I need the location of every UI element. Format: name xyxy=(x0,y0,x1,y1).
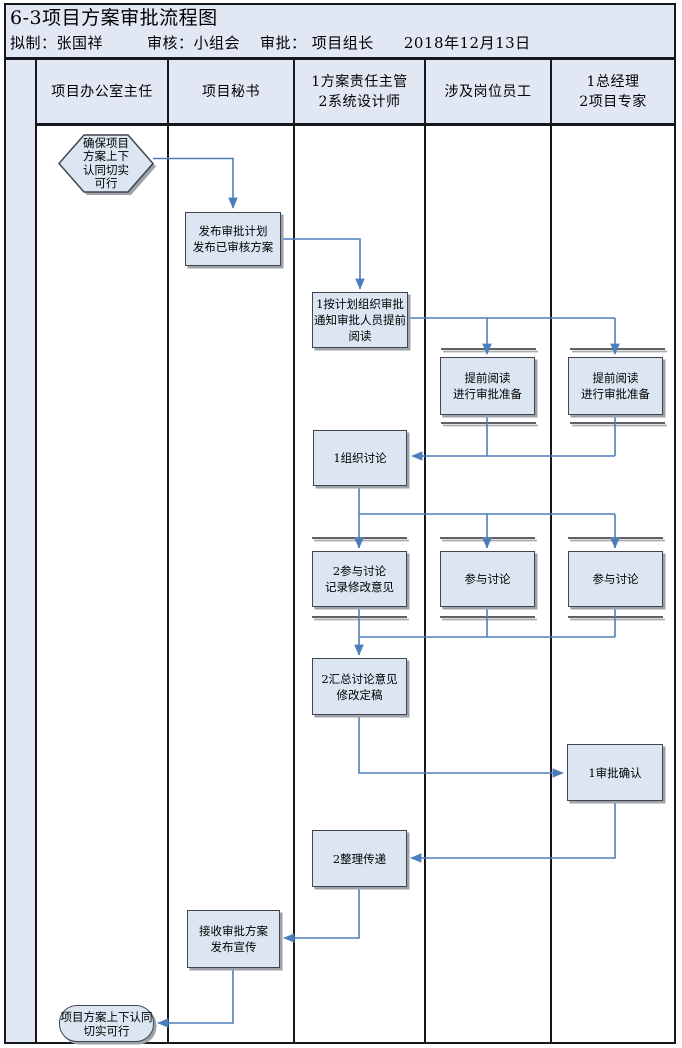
lane-border-4 xyxy=(550,60,552,1042)
lane-header-involved-staff: 涉及岗位员工 xyxy=(426,60,550,123)
page-title: 6-3项目方案审批流程图 xyxy=(10,7,218,29)
node-end: 项目方案上下认同 切实可行 xyxy=(59,1005,154,1042)
lane-border-strip xyxy=(35,60,37,1042)
node-start: 确保项目 方案上下 认同切实 可行 xyxy=(83,135,129,190)
node-publish-plan: 发布审批计划 发布已审核方案 xyxy=(185,212,281,266)
flow-connectors-layer xyxy=(58,134,667,1028)
node-prepare-staff: 提前阅读 进行审批准备 xyxy=(440,357,535,415)
left-margin-strip xyxy=(6,60,35,1042)
node-approve-confirm: 1审批确认 xyxy=(567,744,663,801)
node-participate-record: 2参与讨论 记录修改意见 xyxy=(312,551,407,607)
start-hexagon-shape xyxy=(58,134,156,195)
flow-arrows xyxy=(153,157,620,1028)
lane-border-2 xyxy=(293,60,295,1042)
lane-header-project-office-director: 项目办公室主任 xyxy=(37,60,167,123)
lane-header-plan-supervisor-designer: 1方案责任主管 2系统设计师 xyxy=(295,60,424,123)
flowchart-frame: 6-3项目方案审批流程图 拟制：张国祥 审核：小组会 审批： 项目组长 2018… xyxy=(4,3,676,1044)
lane-border-1 xyxy=(167,60,169,1042)
node-prepare-expert: 提前阅读 进行审批准备 xyxy=(568,357,663,415)
lane-border-3 xyxy=(424,60,426,1042)
document-meta-row: 拟制：张国祥 审核：小组会 审批： 项目组长 2018年12月13日 xyxy=(10,31,674,55)
meta-date: 2018年12月13日 xyxy=(403,34,531,52)
node-receive-publish: 接收审批方案 发布宣传 xyxy=(187,910,280,968)
node-participate-staff: 参与讨论 xyxy=(440,551,535,607)
meta-prepared-by: 拟制：张国祥 xyxy=(10,34,104,52)
meta-approved-by: 审批： 项目组长 xyxy=(260,34,374,52)
title-divider xyxy=(6,57,674,60)
meta-reviewed-by: 审核：小组会 xyxy=(147,34,241,52)
lane-header-gm-experts: 1总经理 2项目专家 xyxy=(552,60,674,123)
node-organize-review: 1按计划组织审批 通知审批人员提前 阅读 xyxy=(312,292,408,348)
node-organize-deliver: 2整理传递 xyxy=(312,830,407,887)
node-participate-expert: 参与讨论 xyxy=(568,551,663,607)
lane-header-project-secretary: 项目秘书 xyxy=(169,60,293,123)
node-summarize-finalize: 2汇总讨论意见 修改定稿 xyxy=(312,658,407,715)
header-bottom-divider xyxy=(35,123,674,126)
node-organize-discussion: 1组织讨论 xyxy=(313,430,407,486)
title-block: 6-3项目方案审批流程图 拟制：张国祥 审核：小组会 审批： 项目组长 2018… xyxy=(6,5,674,57)
